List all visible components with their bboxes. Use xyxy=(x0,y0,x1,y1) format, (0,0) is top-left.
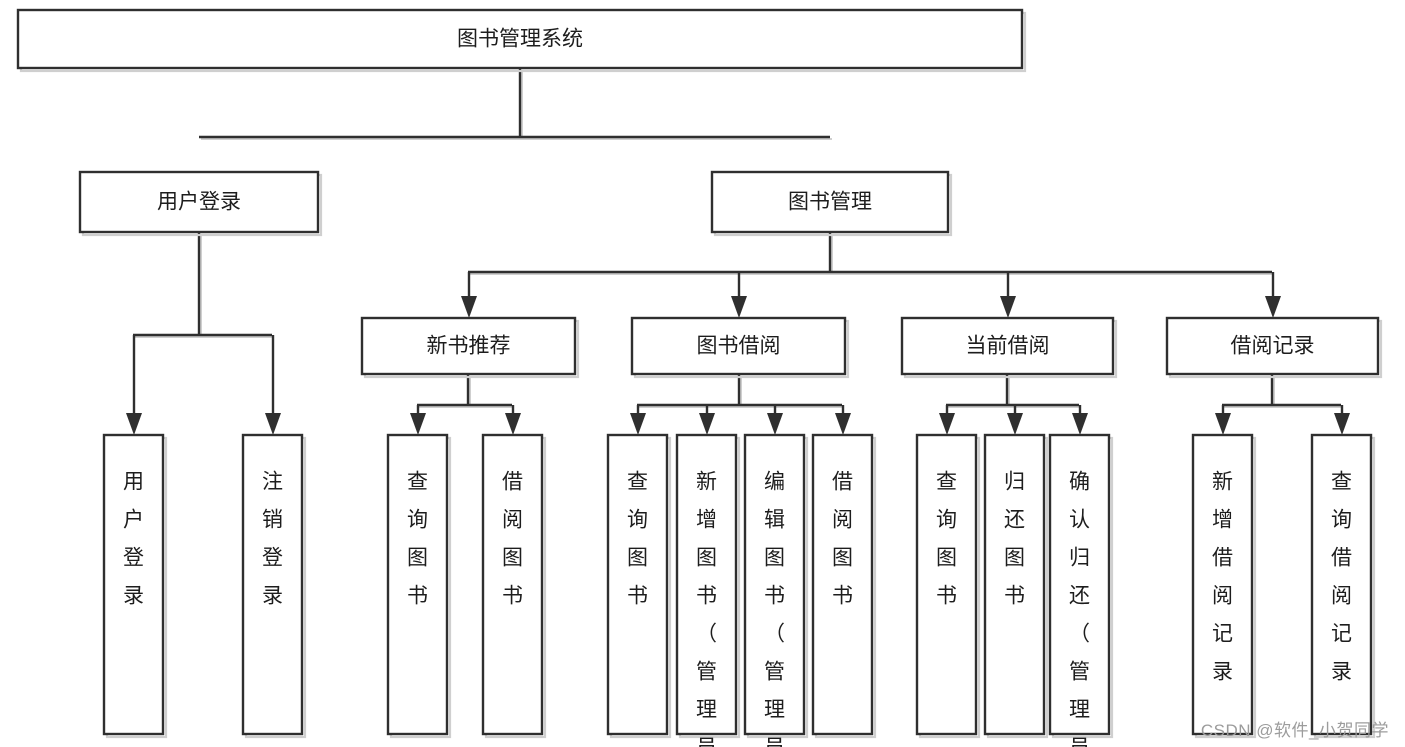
node-leaf-query-borrow-record[interactable]: 查询借阅记录 xyxy=(1310,433,1376,739)
nodes-layer: 图书管理系统用户登录图书管理新书推荐图书借阅当前借阅借阅记录用户登录注销登录查询… xyxy=(16,8,1383,747)
connector-leg-leaf-return-book xyxy=(1007,405,1023,435)
node-book-borrow[interactable]: 图书借阅 xyxy=(630,316,850,379)
node-leaf-confirm-return[interactable]: 确认归还（管理员） xyxy=(1048,433,1114,747)
connector-bar-new-book-recommend xyxy=(417,374,514,408)
connector-bar-book-management xyxy=(468,232,1274,275)
node-label: 编辑图书（管理员） xyxy=(764,470,785,747)
connector-leg-leaf-user-logout xyxy=(265,335,281,435)
node-label: 新书推荐 xyxy=(427,335,511,358)
node-label: 用户登录 xyxy=(123,470,144,607)
connector-bar-user-login xyxy=(133,232,274,338)
connector-leg-leaf-query-book-borrow xyxy=(630,405,646,435)
connector-leg-leaf-add-book xyxy=(699,405,715,435)
connector-leg-leaf-query-borrow-record xyxy=(1334,405,1350,435)
node-leaf-borrow-book-recommend[interactable]: 借阅图书 xyxy=(481,433,547,739)
connector-leg-new-book-recommend xyxy=(461,272,477,318)
connector-leg-leaf-query-book-current xyxy=(939,405,955,435)
node-label: 新增图书（管理员） xyxy=(696,470,717,747)
connector-leg-leaf-borrow-book-recommend xyxy=(505,405,521,435)
node-label: 查询借阅记录 xyxy=(1331,470,1352,683)
connector-leg-leaf-query-book-recommend xyxy=(410,405,426,435)
node-label: 借阅图书 xyxy=(502,470,523,607)
connector-leg-leaf-confirm-return xyxy=(1072,405,1088,435)
node-leaf-query-book-recommend[interactable]: 查询图书 xyxy=(386,433,452,739)
connector-bar-book-borrow xyxy=(637,374,844,408)
connector-leg-book-borrow xyxy=(731,272,747,318)
node-leaf-add-book[interactable]: 新增图书（管理员） xyxy=(675,433,741,747)
node-label: 图书管理 xyxy=(788,191,872,214)
connector-bar-root xyxy=(199,68,832,140)
node-label: 确认归还（管理员） xyxy=(1069,470,1090,747)
node-label: 查询图书 xyxy=(407,470,428,607)
node-leaf-user-login[interactable]: 用户登录 xyxy=(102,433,168,739)
connector-leg-current-borrow xyxy=(1000,272,1016,318)
node-label: 查询图书 xyxy=(936,470,957,607)
node-leaf-return-book[interactable]: 归还图书 xyxy=(983,433,1049,739)
node-label: 当前借阅 xyxy=(966,335,1050,358)
node-label: 查询图书 xyxy=(627,470,648,607)
connector-leg-leaf-user-login xyxy=(126,335,142,435)
node-label: 新增借阅记录 xyxy=(1212,470,1233,683)
node-leaf-query-book-borrow[interactable]: 查询图书 xyxy=(606,433,672,739)
node-label: 用户登录 xyxy=(157,191,241,214)
node-current-borrow[interactable]: 当前借阅 xyxy=(900,316,1118,379)
node-label: 图书管理系统 xyxy=(457,28,583,51)
node-leaf-user-logout[interactable]: 注销登录 xyxy=(241,433,307,739)
connectors-layer xyxy=(126,68,1350,435)
connector-leg-leaf-edit-book xyxy=(767,405,783,435)
node-label: 注销登录 xyxy=(262,470,283,607)
node-root[interactable]: 图书管理系统 xyxy=(16,8,1027,73)
connector-bar-borrow-record xyxy=(1222,374,1343,408)
node-borrow-record[interactable]: 借阅记录 xyxy=(1165,316,1383,379)
node-new-book-recommend[interactable]: 新书推荐 xyxy=(360,316,580,379)
connector-bar-current-borrow xyxy=(946,374,1081,408)
node-book-management[interactable]: 图书管理 xyxy=(710,170,953,237)
connector-leg-leaf-add-borrow-record xyxy=(1215,405,1231,435)
node-leaf-add-borrow-record[interactable]: 新增借阅记录 xyxy=(1191,433,1257,739)
node-leaf-borrow-book[interactable]: 借阅图书 xyxy=(811,433,877,739)
node-leaf-edit-book[interactable]: 编辑图书（管理员） xyxy=(743,433,809,747)
csdn-watermark: CSDN @软件_小贺同学 xyxy=(1200,721,1389,740)
connector-leg-borrow-record xyxy=(1265,272,1281,318)
connector-leg-leaf-borrow-book xyxy=(835,405,851,435)
node-user-login[interactable]: 用户登录 xyxy=(78,170,323,237)
node-label: 借阅记录 xyxy=(1231,335,1315,358)
node-label: 图书借阅 xyxy=(697,335,781,358)
node-leaf-query-book-current[interactable]: 查询图书 xyxy=(915,433,981,739)
node-label: 归还图书 xyxy=(1004,470,1025,607)
node-label: 借阅图书 xyxy=(832,470,853,607)
